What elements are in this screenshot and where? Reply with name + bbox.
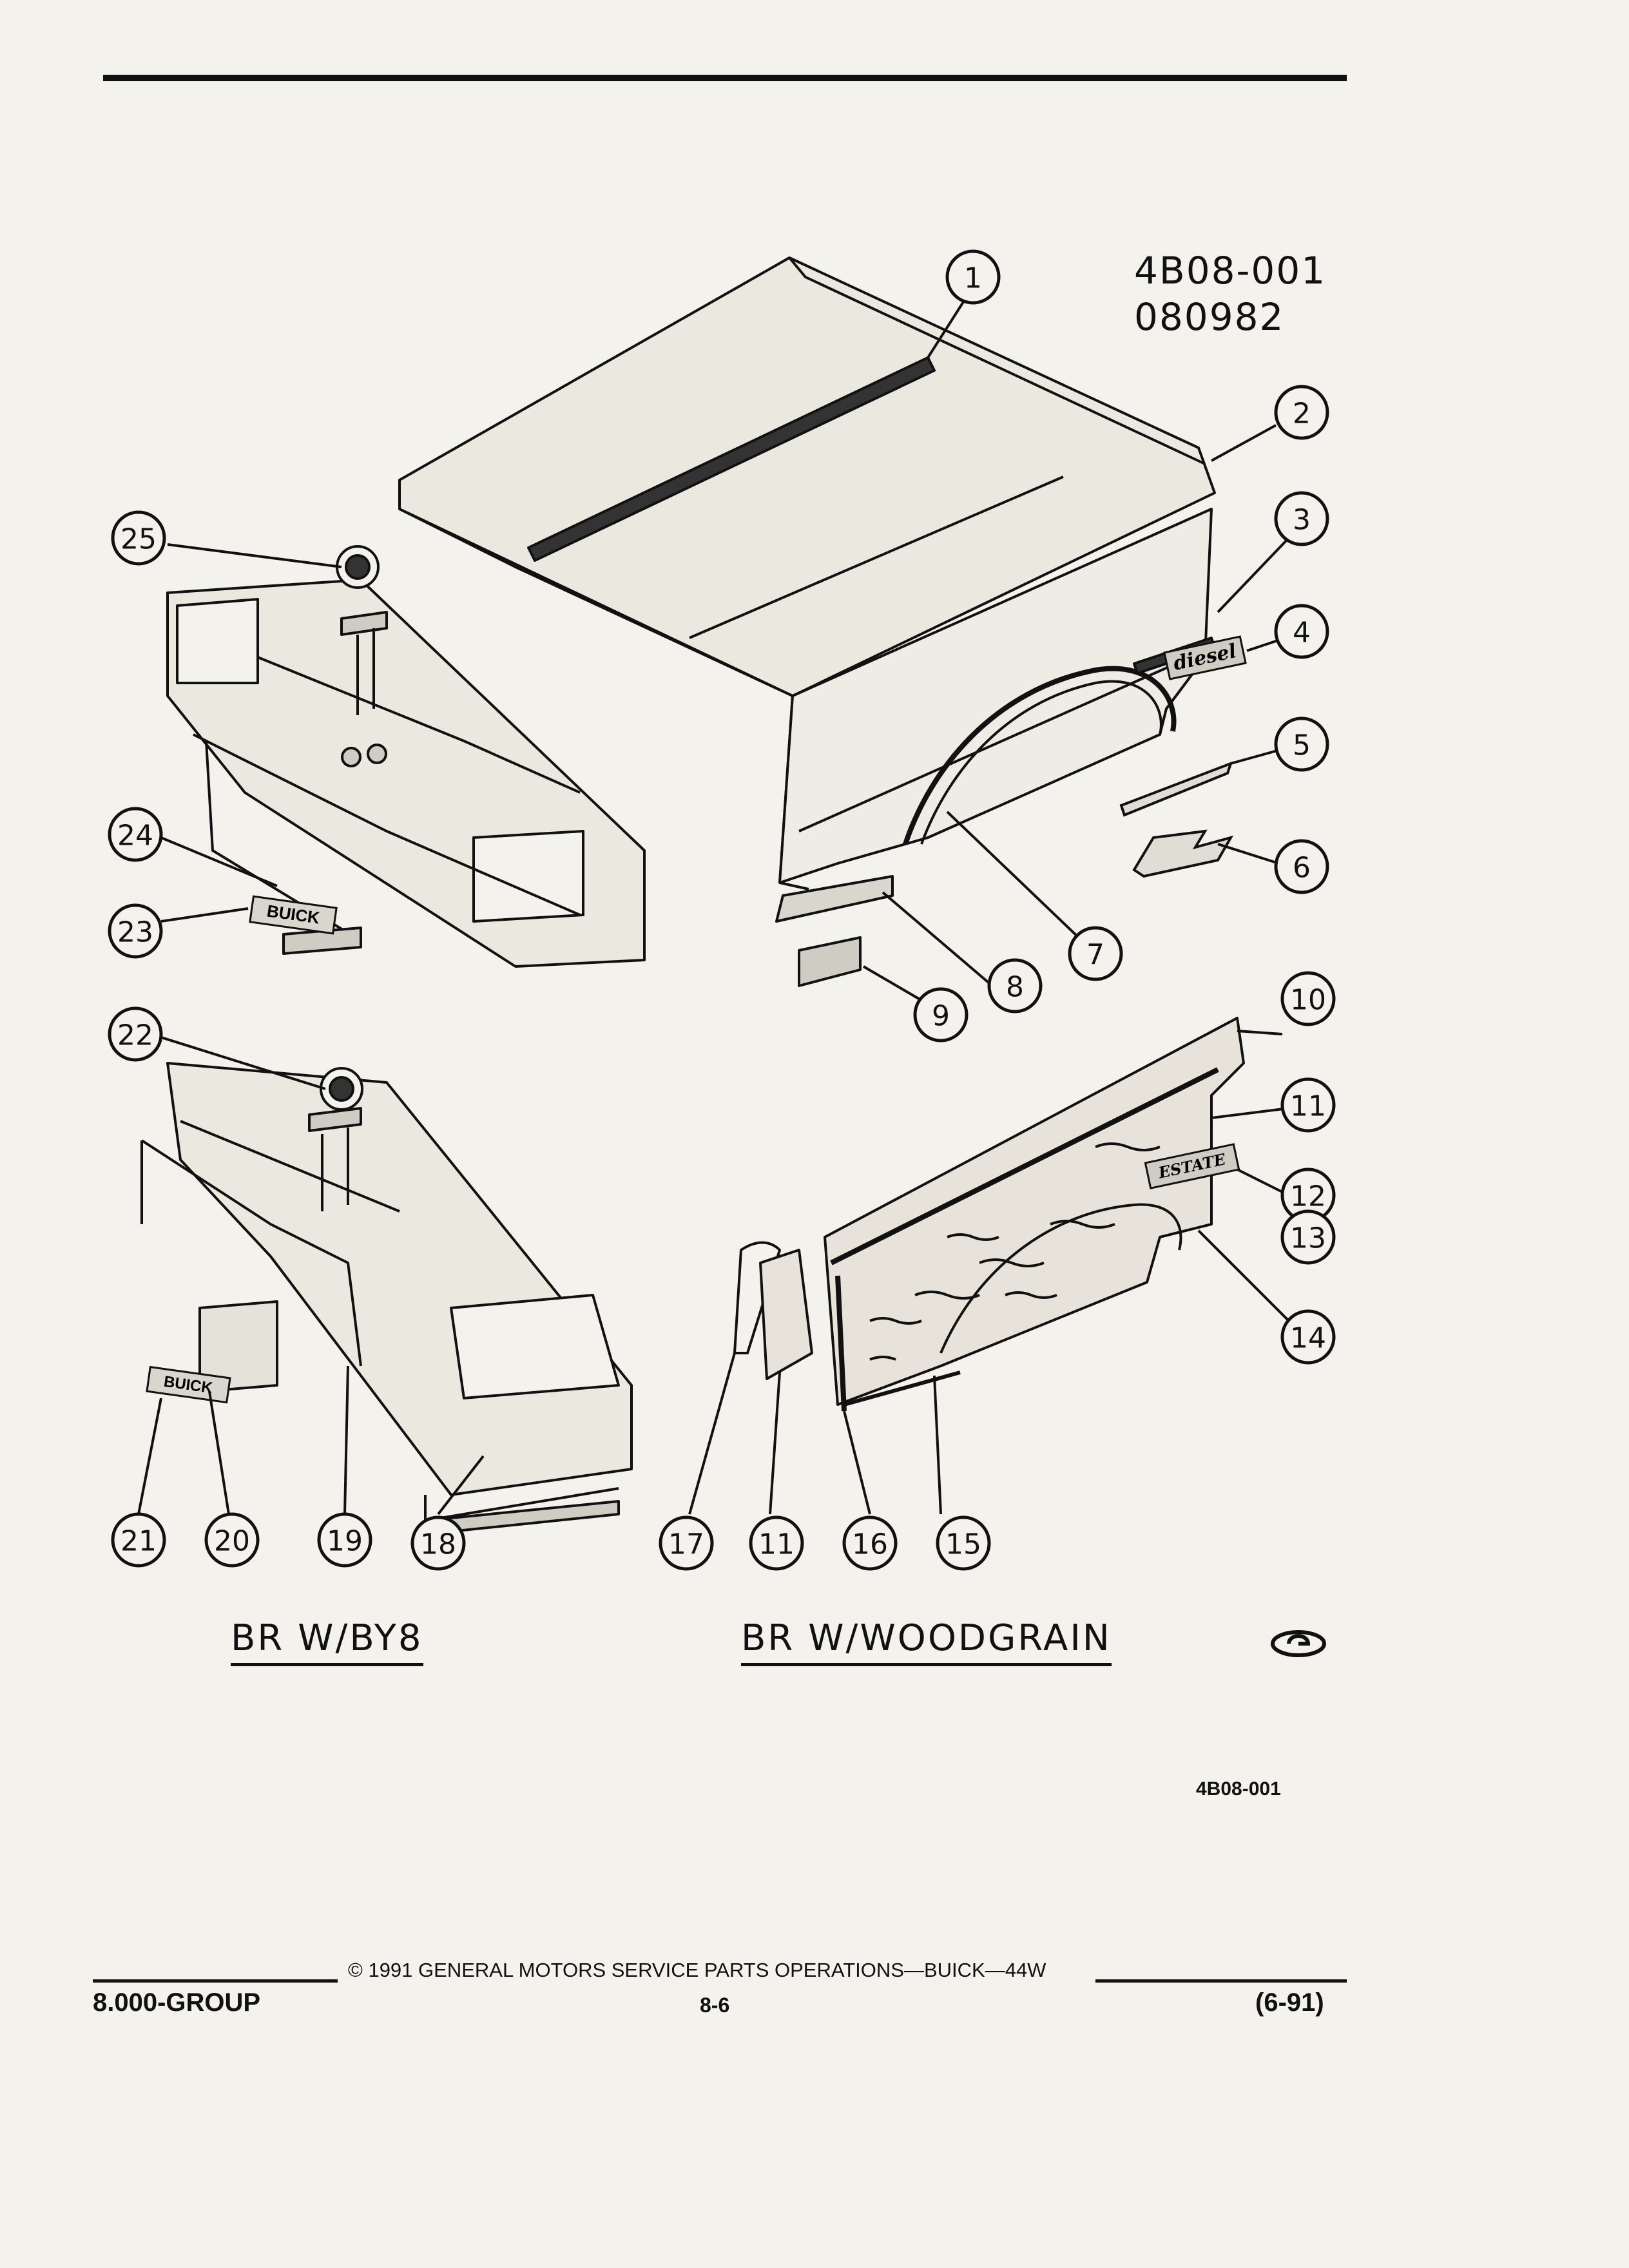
hood-assembly xyxy=(398,256,1216,890)
svg-text:2: 2 xyxy=(1293,398,1311,430)
leader-lines xyxy=(137,285,1303,1515)
callout-25: 25 xyxy=(111,510,166,566)
callout-23: 23 xyxy=(108,903,163,959)
section-label-woodgrain: BR W/WOODGRAIN xyxy=(741,1617,1112,1666)
svg-text:6: 6 xyxy=(1293,852,1311,885)
callout-19: 19 xyxy=(317,1512,372,1568)
buick-emblem-upper: BUICK xyxy=(249,895,338,935)
callout-4: 4 xyxy=(1274,604,1329,659)
callout-12: 12 xyxy=(1280,1168,1336,1223)
footer-revision-date: (6-91) xyxy=(1255,1988,1324,2017)
footer-group: 8.000-GROUP xyxy=(93,1988,261,2017)
svg-text:25: 25 xyxy=(120,523,157,556)
quarter-panel xyxy=(775,508,1216,987)
svg-text:10: 10 xyxy=(1290,984,1326,1017)
svg-text:21: 21 xyxy=(120,1525,157,1558)
svg-text:8: 8 xyxy=(1006,971,1024,1004)
svg-text:13: 13 xyxy=(1290,1222,1326,1255)
molding-strips xyxy=(1119,761,1234,878)
drawing-id-block: 4B08-001 080982 xyxy=(1134,247,1326,340)
svg-text:11: 11 xyxy=(758,1528,795,1561)
diesel-emblem: diesel xyxy=(1163,635,1247,680)
callout-20: 20 xyxy=(204,1512,260,1568)
svg-text:9: 9 xyxy=(932,1000,950,1033)
callout-7: 7 xyxy=(1068,926,1123,981)
callout-2: 2 xyxy=(1274,385,1329,440)
callout-10: 10 xyxy=(1280,971,1336,1026)
section-label-by8: BR W/BY8 xyxy=(231,1617,423,1666)
svg-text:24: 24 xyxy=(117,820,153,852)
callout-9: 9 xyxy=(913,987,969,1043)
callout-24: 24 xyxy=(108,807,163,862)
gm-service-parts-logo xyxy=(1271,1630,1326,1657)
callouts: 1 2 3 4 5 6 7 8 9 10 11 12 13 14 15 16 1… xyxy=(108,249,1336,1571)
svg-text:14: 14 xyxy=(1290,1322,1326,1355)
front-end-panel-lower xyxy=(140,1062,633,1535)
svg-text:19: 19 xyxy=(327,1525,363,1558)
callout-11: 11 xyxy=(1280,1077,1336,1133)
callout-16: 16 xyxy=(842,1515,898,1571)
callout-15: 15 xyxy=(936,1515,991,1571)
svg-text:17: 17 xyxy=(668,1528,704,1561)
front-end-panel-upper xyxy=(166,545,646,968)
footer-copyright: © 1991 GENERAL MOTORS SERVICE PARTS OPER… xyxy=(348,1959,1046,1981)
svg-text:23: 23 xyxy=(117,916,153,949)
svg-text:16: 16 xyxy=(852,1528,888,1561)
callout-3: 3 xyxy=(1274,491,1329,546)
callout-18: 18 xyxy=(410,1515,466,1571)
woodgrain-quarter-panel xyxy=(733,1017,1245,1412)
callout-13: 13 xyxy=(1280,1209,1336,1265)
callout-21: 21 xyxy=(111,1512,166,1568)
footer-page-number: 8-6 xyxy=(700,1994,730,2017)
svg-text:1: 1 xyxy=(964,262,982,295)
callout-1: 1 xyxy=(945,249,1001,305)
svg-text:7: 7 xyxy=(1086,939,1104,972)
svg-text:4: 4 xyxy=(1293,617,1311,649)
drawing-number: 4B08-001 xyxy=(1134,249,1327,293)
svg-text:12: 12 xyxy=(1290,1180,1326,1213)
callout-14: 14 xyxy=(1280,1309,1336,1365)
callout-6: 6 xyxy=(1274,839,1329,894)
top-rule xyxy=(103,75,1347,81)
figure-id: 4B08-001 xyxy=(1196,1778,1281,1800)
svg-text:18: 18 xyxy=(420,1528,456,1561)
footer-rule-right xyxy=(1095,1979,1347,1983)
callout-22: 22 xyxy=(108,1006,163,1062)
svg-text:5: 5 xyxy=(1293,729,1311,762)
svg-text:20: 20 xyxy=(214,1525,250,1558)
footer-rule-left xyxy=(93,1979,338,1983)
callout-5: 5 xyxy=(1274,716,1329,772)
svg-text:22: 22 xyxy=(117,1019,153,1052)
callout-8: 8 xyxy=(987,958,1043,1014)
svg-text:3: 3 xyxy=(1293,504,1311,537)
svg-text:11: 11 xyxy=(1290,1090,1326,1123)
callout-11-second: 11 xyxy=(749,1515,804,1571)
drawing-date-code: 080982 xyxy=(1134,295,1285,339)
callout-17: 17 xyxy=(659,1515,714,1571)
svg-text:15: 15 xyxy=(945,1528,981,1561)
